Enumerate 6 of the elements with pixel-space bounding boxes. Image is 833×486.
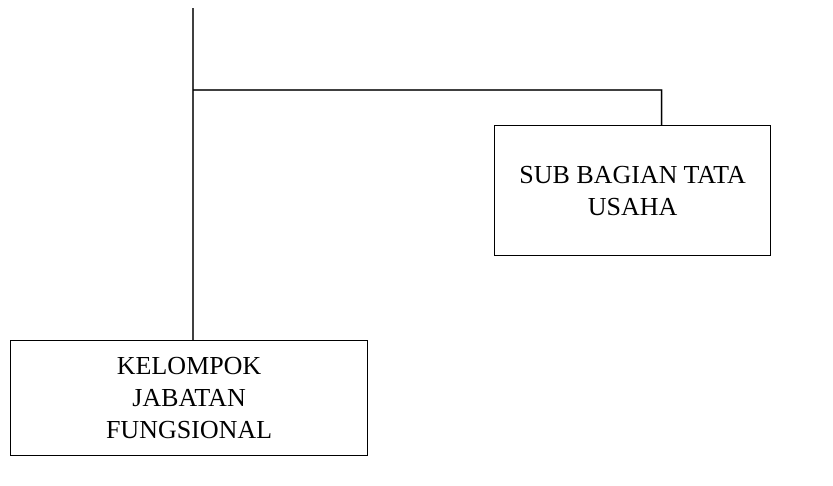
org-box: [10, 340, 368, 456]
org-box: [494, 125, 771, 256]
unit-name: KELOMPOK JABATAN FUNGSIONAL: [104, 350, 274, 446]
connector-line: [193, 89, 662, 125]
connector-line: [192, 8, 194, 340]
unit-name: SUB BAGIAN TATA USAHA: [518, 158, 747, 222]
